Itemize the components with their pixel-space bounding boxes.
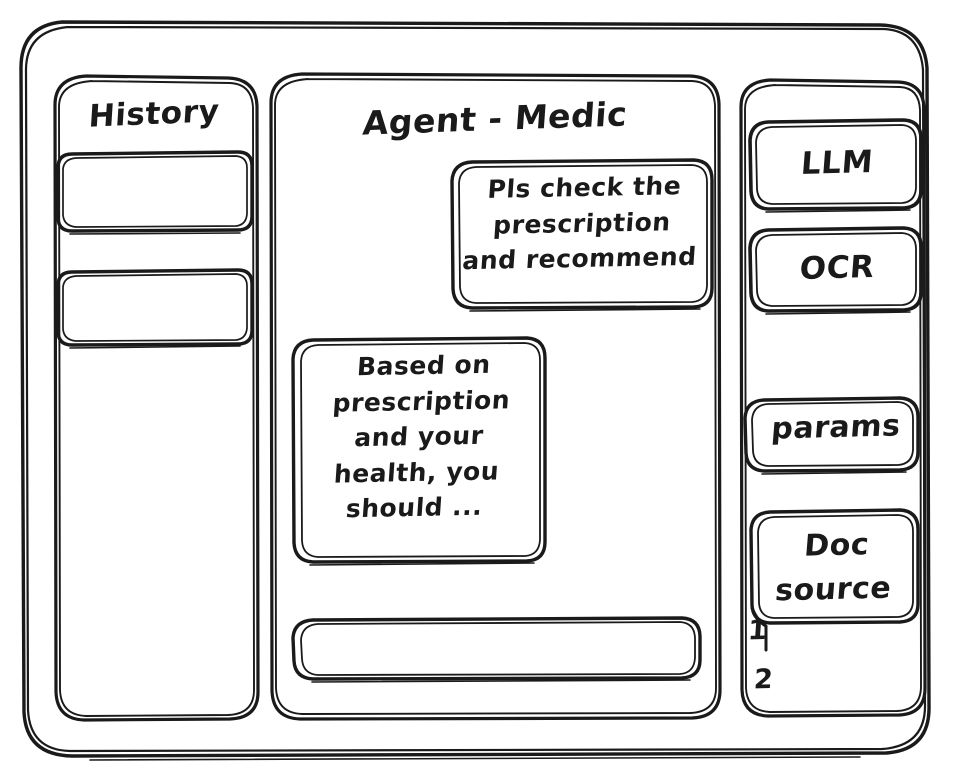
doc-source-box[interactable] [751, 510, 919, 623]
params-button[interactable] [745, 398, 919, 472]
user-message-bubble[interactable] [452, 160, 713, 309]
history-item-2[interactable] [58, 270, 253, 346]
assistant-message-bubble[interactable] [293, 338, 546, 563]
composer-input[interactable] [293, 618, 701, 679]
ocr-button[interactable] [750, 228, 922, 312]
llm-button[interactable] [750, 120, 922, 210]
history-item-1[interactable] [58, 152, 253, 232]
